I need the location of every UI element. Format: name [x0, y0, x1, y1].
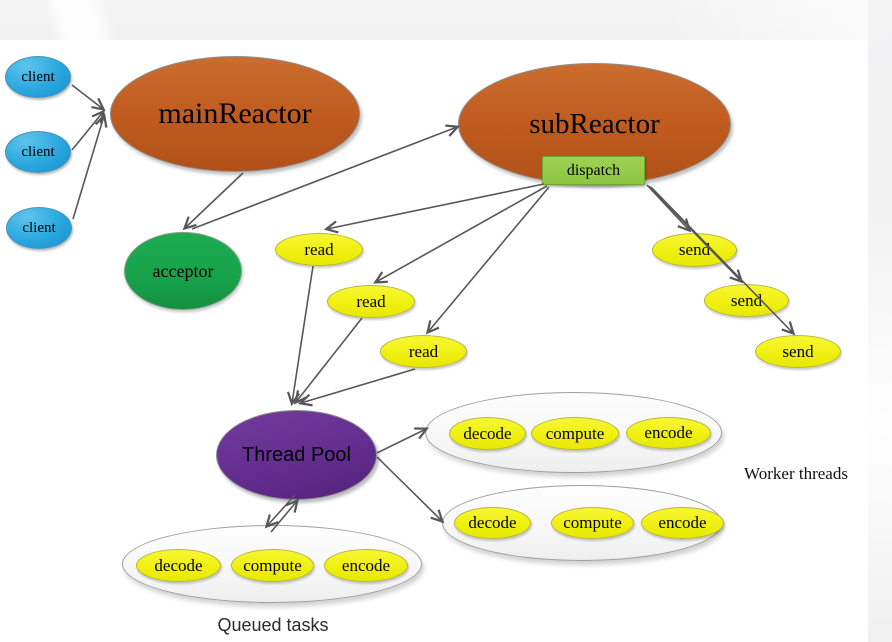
read-node-3: read: [380, 335, 467, 368]
main-reactor-node: mainReactor: [110, 56, 360, 172]
worker1-encode-label: encode: [644, 423, 693, 442]
worker2-encode-node: encode: [641, 507, 724, 539]
worker1-decode-label: decode: [463, 423, 512, 443]
queued-encode-label: encode: [341, 555, 391, 575]
acceptor-label: acceptor: [152, 260, 214, 281]
worker-group-2: decode compute encode: [442, 485, 724, 561]
queued-decode-node: decode: [136, 549, 221, 582]
worker1-compute-label: compute: [545, 423, 605, 443]
queued-decode-label: decode: [154, 555, 203, 575]
dispatch-node: dispatch: [542, 156, 645, 185]
worker-group-1: decode compute encode: [425, 392, 722, 473]
send-label-1: send: [678, 240, 711, 259]
read-label-3: read: [408, 341, 439, 361]
main-reactor-label: mainReactor: [158, 97, 312, 130]
queued-tasks-label: Queued tasks: [217, 615, 329, 635]
thread-pool-label: Thread Pool: [242, 443, 351, 466]
worker2-compute-node: compute: [551, 507, 634, 539]
queued-compute-node: compute: [231, 549, 314, 582]
send-node-3: send: [755, 335, 841, 368]
read-label-1: read: [304, 239, 334, 259]
worker-threads-label: Worker threads: [744, 464, 848, 483]
send-node-2: send: [704, 284, 789, 317]
send-label-3: send: [782, 341, 814, 361]
thread-pool-node: Thread Pool: [216, 410, 377, 500]
client-label-1: client: [21, 68, 55, 85]
worker2-compute-label: compute: [563, 513, 622, 532]
client-node-2: client: [5, 131, 71, 173]
queued-compute-label: compute: [243, 555, 302, 575]
client-node-3: client: [6, 207, 72, 249]
worker1-compute-node: compute: [531, 417, 619, 450]
acceptor-node: acceptor: [124, 232, 242, 310]
sub-reactor-label: subReactor: [529, 107, 660, 140]
sub-reactor-node: subReactor: [458, 63, 731, 185]
worker2-encode-label: encode: [658, 513, 707, 532]
read-node-2: read: [327, 285, 415, 318]
client-label-2: client: [21, 143, 55, 160]
send-label-2: send: [730, 290, 763, 310]
queued-group: decode compute encode: [122, 525, 422, 603]
worker1-encode-node: encode: [626, 417, 711, 449]
read-label-2: read: [356, 291, 386, 311]
dispatch-label: dispatch: [566, 161, 621, 179]
queued-encode-node: encode: [324, 549, 408, 582]
read-node-1: read: [275, 233, 363, 266]
worker1-decode-node: decode: [449, 417, 526, 450]
client-label-3: client: [22, 219, 56, 236]
worker2-decode-node: decode: [454, 507, 531, 539]
send-node-1: send: [652, 233, 737, 267]
client-node-1: client: [5, 56, 71, 98]
slide-right-band: [868, 0, 892, 642]
worker2-decode-label: decode: [468, 513, 517, 532]
slide-top-strip: [0, 0, 892, 40]
